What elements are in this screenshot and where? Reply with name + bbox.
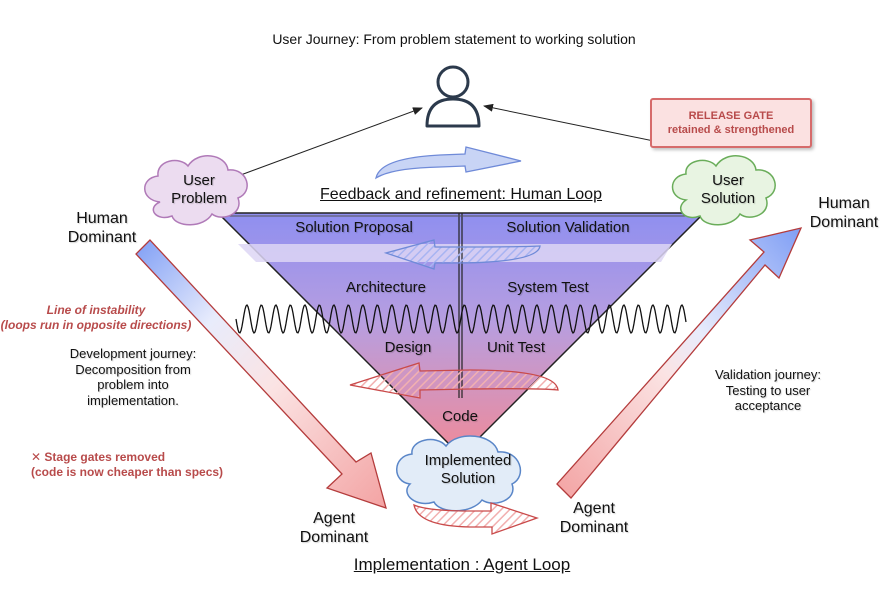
stage-solution-proposal: Solution Proposal [295,219,413,236]
stage-gates-note-line-2: (code is now cheaper than specs) [31,465,224,479]
validation-journey-line-3: acceptance [734,398,802,414]
stage-unit-test: Unit Test [486,339,546,356]
page-title: User Journey: From problem statement to … [272,31,636,47]
arrow-problem-to-user [237,107,423,177]
instability-wave [235,303,687,335]
validation-journey-text: Validation journey: Testing to user acce… [702,367,834,414]
instability-note-line-1: Line of instability [46,303,146,317]
stage-architecture: Architecture [345,279,427,296]
release-gate-badge: RELEASE GATE retained & strengthened [650,98,812,148]
development-journey-arrow [135,239,387,510]
user-problem-label: User Problem [160,172,238,208]
implemented-solution-label: Implemented Solution [412,452,524,488]
user-icon [425,65,481,128]
human-dominant-left: Human Dominant [60,209,144,247]
agent-dominant-left-line-1: Agent [313,510,355,527]
arrow-solution-to-user [483,103,679,147]
user-solution-label: User Solution [688,172,768,208]
development-journey-text: Development journey: Decomposition from … [58,346,208,408]
human-loop-arrow-icon [375,146,522,180]
human-dominant-left-line-2: Dominant [67,229,137,247]
inner-loop-arrow-icon [383,239,541,270]
development-journey-line-4: implementation. [87,392,179,408]
stage-code: Code [442,408,478,425]
human-loop-title: Feedback and refinement: Human Loop [320,186,602,203]
user-problem-line-1: User [183,172,215,189]
stage-gates-note-line-1: ✕ Stage gates removed [31,450,166,464]
stage-solution-validation: Solution Validation [506,219,630,236]
agent-dominant-left-line-2: Dominant [299,529,369,547]
instability-note-line-2: (loops run in opposite directions) [0,318,192,332]
cloud-icon [671,155,776,226]
agent-dominant-right-line-2: Dominant [559,519,629,537]
agent-dominant-right: Agent Dominant [552,499,636,537]
validation-journey-line-1: Validation journey: [715,367,821,382]
development-journey-line-2: Decomposition from [75,361,191,377]
agent-dominant-right-line-1: Agent [573,500,615,517]
human-dominant-right-line-2: Dominant [809,214,879,232]
cloud-icon [144,155,248,226]
human-dominant-left-line-1: Human [76,210,128,227]
agent-dominant-left: Agent Dominant [292,509,376,547]
cloud-icon [396,435,522,512]
release-gate-subtitle: retained & strengthened [667,124,795,136]
user-problem-line-2: Problem [171,190,227,207]
stage-design: Design [384,339,432,356]
human-dominant-right-line-1: Human [818,195,870,212]
human-dominant-right: Human Dominant [802,194,881,232]
implemented-solution-line-2: Solution [440,470,496,487]
stage-system-test: System Test [507,279,589,296]
agent-loop-title: Implementation : Agent Loop [353,555,571,574]
stage-gates-note: ✕ Stage gates removed (code is now cheap… [31,450,251,480]
user-solution-line-2: Solution [700,190,756,207]
user-solution-line-1: User [712,172,744,189]
implemented-solution-line-1: Implemented [424,452,512,469]
agent-inner-loop-arrow-icon [349,362,559,399]
agent-loop-arrow-icon [413,502,540,535]
validation-journey-arrow [556,227,803,499]
development-journey-line-3: problem into [97,377,169,393]
development-journey-line-1: Development journey: [69,346,197,361]
instability-note: Line of instability (loops run in opposi… [0,303,192,333]
release-gate-title: RELEASE GATE [688,109,774,122]
validation-journey-line-2: Testing to user [725,382,811,398]
